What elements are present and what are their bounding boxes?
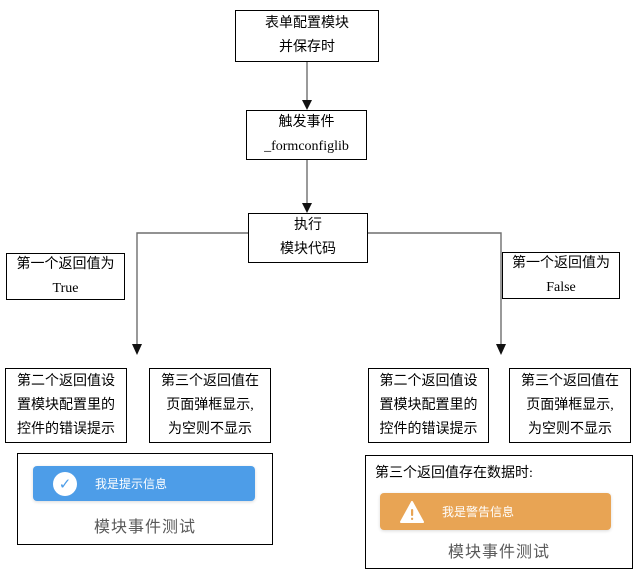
node-text: 为空则不显示 xyxy=(168,421,252,437)
node-text: 为空则不显示 xyxy=(528,421,612,437)
node-left-second-return: 第二个返回值设 置模块配置里的 控件的错误提示 xyxy=(5,368,127,443)
info-toast: ✓ 我是提示信息 xyxy=(33,466,255,501)
node-text: 第三个返回值在 xyxy=(521,373,619,389)
node-text: 第二个返回值设 xyxy=(379,373,478,389)
warning-panel-caption: 第三个返回值存在数据时: xyxy=(375,466,533,481)
node-first-return-true: 第一个返回值为 True xyxy=(6,253,125,300)
node-trigger-event: 触发事件 _formconfiglib xyxy=(246,110,367,160)
node-text: 页面弹框显示, xyxy=(526,397,614,413)
node-text: 第一个返回值为 xyxy=(16,256,115,272)
warning-preview-panel: 第三个返回值存在数据时: 我是警告信息 模块事件测试 xyxy=(365,455,633,569)
node-text: 表单配置模块 xyxy=(265,16,349,31)
node-text: 置模块配置里的 xyxy=(379,397,478,413)
warning-toast-message: 我是警告信息 xyxy=(442,505,515,519)
node-right-third-return: 第三个返回值在 页面弹框显示, 为空则不显示 xyxy=(509,368,631,443)
node-text: 控件的错误提示 xyxy=(17,421,115,437)
info-toast-message: 我是提示信息 xyxy=(95,477,168,491)
node-text: 控件的错误提示 xyxy=(379,421,478,437)
node-text: True xyxy=(52,280,79,296)
node-left-third-return: 第三个返回值在 页面弹框显示, 为空则不显示 xyxy=(149,368,271,443)
node-first-return-false: 第一个返回值为 False xyxy=(502,252,620,299)
node-text: 执行 xyxy=(294,218,322,233)
node-text: 置模块配置里的 xyxy=(17,397,115,413)
node-text: _formconfiglib xyxy=(264,139,349,154)
node-form-config-save: 表单配置模块 并保存时 xyxy=(235,10,379,62)
warning-icon xyxy=(400,500,424,523)
info-preview-panel: ✓ 我是提示信息 模块事件测试 xyxy=(17,453,273,545)
module-event-test-title: 模块事件测试 xyxy=(447,544,550,561)
node-text: 第一个返回值为 xyxy=(512,255,610,271)
node-text: 并保存时 xyxy=(279,40,335,55)
warning-toast: 我是警告信息 xyxy=(380,493,611,530)
node-text: 第三个返回值在 xyxy=(161,373,259,389)
node-text: 触发事件 xyxy=(278,115,335,130)
node-execute-module-code: 执行 模块代码 xyxy=(248,213,368,263)
node-text: False xyxy=(546,279,576,295)
node-text: 页面弹框显示, xyxy=(166,397,254,413)
node-right-second-return: 第二个返回值设 置模块配置里的 控件的错误提示 xyxy=(368,368,489,443)
check-icon: ✓ xyxy=(53,471,77,496)
module-event-test-title: 模块事件测试 xyxy=(93,519,196,536)
node-text: 模块代码 xyxy=(280,242,336,257)
node-text: 第二个返回值设 xyxy=(17,373,115,389)
